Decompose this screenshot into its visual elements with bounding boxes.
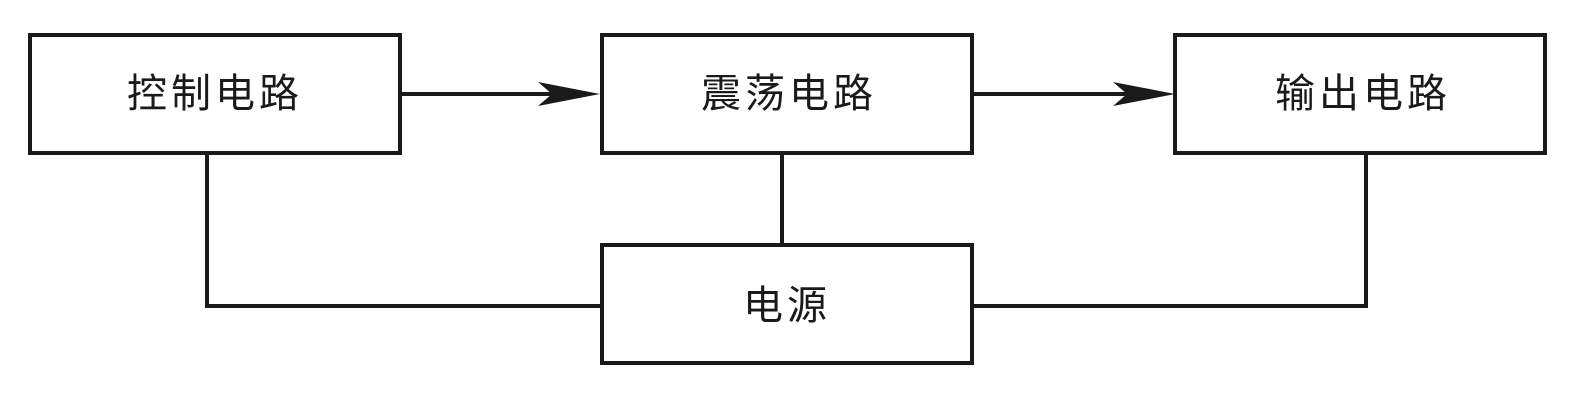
wire-power-to-control [205, 153, 602, 308]
block-output-circuit-label: 输出电路 [1275, 71, 1451, 117]
block-output-circuit: 输出电路 [1173, 33, 1547, 155]
block-power-supply: 电源 [600, 243, 974, 365]
arrow-oscillator-to-output [972, 82, 1175, 106]
wire-power-to-output [972, 153, 1368, 308]
block-control-circuit-label: 控制电路 [127, 71, 303, 117]
block-control-circuit: 控制电路 [28, 33, 402, 155]
arrow-control-to-oscillator [400, 82, 600, 106]
block-oscillator-circuit: 震荡电路 [600, 33, 974, 155]
block-power-supply-label: 电源 [743, 283, 831, 329]
block-oscillator-circuit-label: 震荡电路 [701, 71, 877, 117]
